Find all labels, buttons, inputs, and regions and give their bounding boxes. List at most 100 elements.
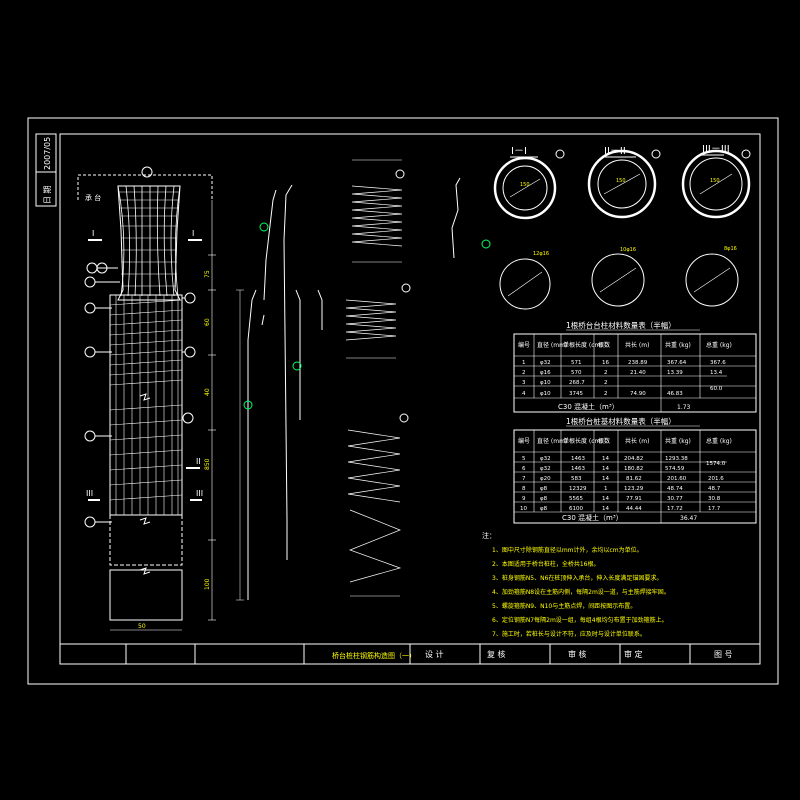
t1-r1c0: 2 (522, 370, 526, 376)
bubble-3-top (141, 166, 153, 178)
stirrup-detail-middle (345, 283, 411, 359)
title-block: 桥台桩柱钢筋构造图（一） 设 计 复 核 审 核 审 定 图 号 (60, 643, 760, 664)
stamp-label: 日 期 (43, 185, 52, 204)
t2-r3c4: 123.29 (624, 486, 644, 492)
t1-h1: 直径 (mm) (537, 341, 567, 349)
section-views: I－I II－II III－III 150 150 150 12φ16 10φ1… (493, 144, 751, 310)
t2-footer-value: 36.47 (680, 515, 697, 522)
t1-h6: 总重 (kg) (706, 341, 732, 349)
note-5: 5、螺旋箍筋N9、N10与主筋点焊，间距按图示布置。 (492, 602, 636, 610)
t1-r0c4: 238.89 (628, 360, 648, 366)
table1-title: 1根桥台台柱材料数量表（半幅） (566, 320, 676, 330)
t1-footer-label: C30 混凝土（m³） (558, 402, 619, 411)
t2-r0c2: 1463 (571, 456, 585, 462)
t1-h2: 单根长度 (cm) (563, 341, 603, 349)
t2-r0c1: φ32 (540, 456, 551, 462)
note-3: 3、桩身钢筋N5、N6在桩顶伸入承台，伸入长度满足锚固要求。 (492, 574, 662, 582)
t1-r3c1: φ10 (540, 391, 551, 397)
section-mark-3b: III (196, 489, 203, 498)
t2-r3c5: 48.74 (667, 486, 683, 492)
right-bubbles (182, 292, 196, 424)
t2-h2: 单根长度 (cm) (563, 437, 603, 445)
stamp-date: 2007/05 (43, 137, 52, 170)
t2-r1c0: 6 (522, 466, 526, 472)
t2-r4c5: 30.77 (667, 496, 683, 502)
t1-r3c0: 4 (522, 391, 526, 397)
t2-r1c6: 1574.0 (706, 461, 726, 467)
notes: 注： 1、图中尺寸除钢筋直径以mm计外，余均以cm为单位。 2、本图适用于桥台桩… (482, 531, 670, 638)
t2-r4c4: 77.91 (626, 496, 642, 502)
t2-r3c6: 48.7 (708, 486, 721, 492)
stirrup-detail-upper (351, 159, 405, 263)
t2-r5c3: 14 (602, 506, 609, 512)
t2-r2c2: 583 (571, 476, 582, 482)
t2-r3c2: 12329 (569, 486, 587, 492)
dim-width: 50 (138, 623, 146, 630)
drawing-no-label: 图 号 (714, 650, 733, 659)
t2-r0c5: 1293.38 (665, 456, 688, 462)
t1-r3c5: 46.83 (667, 391, 683, 397)
t2-r0c4: 204.82 (624, 456, 643, 462)
review-label: 复 核 (487, 649, 506, 659)
cap-label: 承 台 (85, 193, 101, 202)
t1-r2c0: 3 (522, 380, 526, 386)
t1-r1c4: 21.40 (630, 370, 646, 376)
section-mark-2b: II (196, 457, 201, 466)
t2-r5c2: 6100 (569, 506, 583, 512)
quantity-table-1: 1根桥台台柱材料数量表（半幅） 编号 直径 (mm) 单根长度 (cm) 根数 … (513, 320, 757, 413)
t1-r2c1: φ10 (540, 380, 551, 386)
t2-r4c6: 30.8 (708, 496, 721, 502)
section-dia-1: 150 (520, 182, 530, 188)
spiral-detail-lower (347, 413, 409, 597)
pile-shaft (109, 294, 183, 516)
note-6: 6、定位钢筋N7每隔2m设一组，每组4根均匀布置于加劲箍筋上。 (492, 616, 668, 624)
t1-h0: 编号 (518, 341, 530, 349)
dim-40: 40 (204, 388, 211, 396)
t1-h4: 共长 (m) (625, 341, 649, 349)
t2-r5c5: 17.72 (667, 506, 683, 512)
quantity-table-2: 1根桥台桩基材料数量表（半幅） 编号 直径 (mm) 单根长度 (cm) 根数 … (513, 416, 757, 524)
ring-label-1: 12φ16 (533, 251, 549, 257)
table2-title: 1根桥台桩基材料数量表（半幅） (566, 416, 676, 426)
check-label: 审 核 (568, 649, 587, 659)
t1-r2c2: 268.7 (569, 380, 585, 386)
section-title-1: I－I (511, 146, 527, 157)
t1-footer-value: 1.73 (677, 404, 691, 411)
t2-h4: 共长 (m) (625, 437, 649, 445)
approve-label: 审 定 (624, 649, 643, 659)
t2-r0c0: 5 (522, 456, 526, 462)
notes-heading: 注： (482, 531, 496, 540)
t2-h0: 编号 (518, 437, 530, 445)
t2-r2c1: φ20 (540, 476, 551, 482)
t1-h5: 共重 (kg) (665, 341, 691, 349)
t2-r2c5: 201.60 (667, 476, 687, 482)
section-title-3: III－III (702, 144, 730, 155)
t2-r1c3: 14 (602, 466, 609, 472)
section-mark-3a: III (86, 489, 93, 498)
t1-r1c1: φ16 (540, 370, 551, 376)
t2-r2c3: 14 (602, 476, 609, 482)
t2-r4c0: 9 (522, 496, 526, 502)
inner-border (59, 133, 761, 665)
t2-r3c3: 1 (604, 486, 608, 492)
section-mark-1a: I (92, 229, 94, 238)
cap-outline (77, 174, 213, 200)
t1-r1c5: 13.39 (667, 370, 683, 376)
t1-r1c6: 13.4 (710, 370, 723, 376)
section-mark-1b: I (192, 229, 194, 238)
outer-border (27, 117, 779, 685)
t1-r3c2: 3745 (569, 391, 583, 397)
t2-r3c0: 8 (522, 486, 526, 492)
t2-r5c6: 17.7 (708, 506, 721, 512)
t1-r0c0: 1 (522, 360, 526, 366)
t1-r3c6: 60.0 (710, 386, 723, 392)
t2-r4c2: 5565 (569, 496, 583, 502)
design-label: 设 计 (425, 649, 444, 659)
table2-body: 5 φ32 1463 14 204.82 1293.38 6 φ32 1463 … (520, 456, 726, 512)
date-stamp: 2007/05 日 期 (35, 133, 57, 207)
note-4: 4、加劲箍筋N8设在主筋内侧，每隔2m设一道，与主筋焊接牢固。 (492, 588, 670, 596)
rebar-detail-main-bars (236, 184, 323, 601)
pile-lower (109, 514, 183, 566)
dim-75: 75 (204, 270, 211, 278)
pile-tip (109, 569, 183, 621)
